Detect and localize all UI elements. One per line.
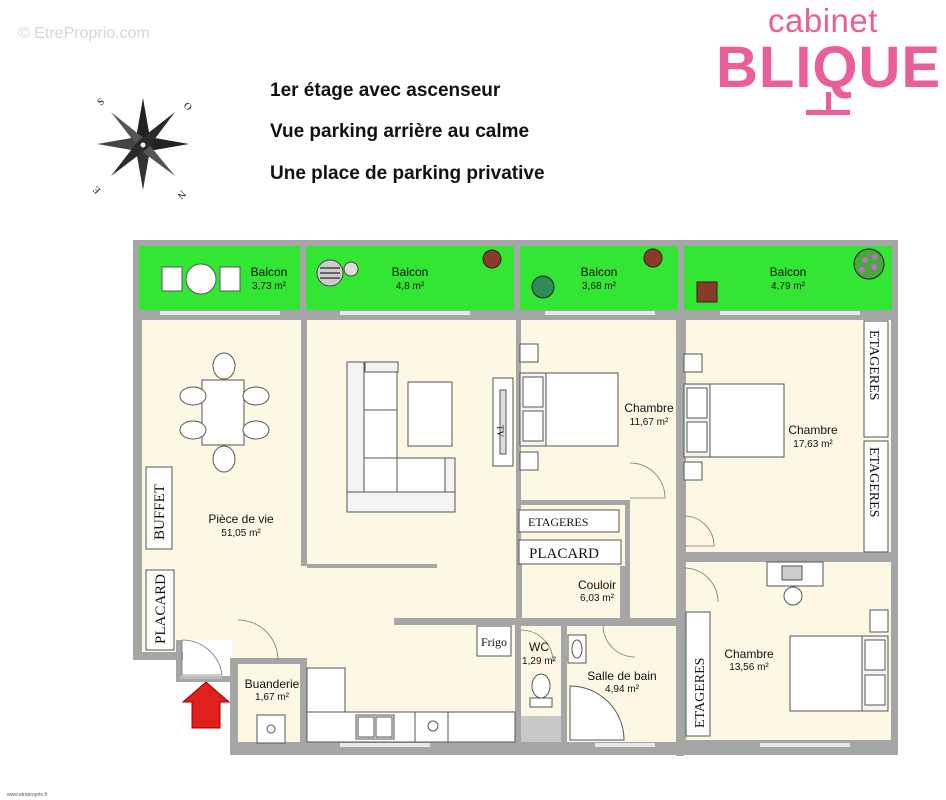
tv-unit: TV (492, 377, 514, 467)
buanderie-name: Buanderie (245, 677, 300, 691)
balcon-3-name: Balcon (581, 265, 618, 279)
furniture-labels: BUFFET PLACARD ETAGERES PLACARD ETAGERES… (145, 320, 889, 737)
balcon-1-name: Balcon (251, 265, 288, 279)
compass-n: N (175, 188, 188, 201)
frigo-label: Frigo (481, 635, 507, 649)
couloir-name: Couloir (578, 578, 616, 592)
watermark: © EtreProprio.com (18, 25, 150, 42)
etageres-ch3-label: ETAGERES (693, 658, 708, 728)
chambre-1-area: 11,67 m² (630, 417, 669, 428)
balcon-2-name: Balcon (392, 265, 429, 279)
couloir-area: 6,03 m² (580, 593, 615, 604)
balcon-2-area: 4,8 m² (396, 281, 425, 292)
logo-blique: BLIQUE (716, 35, 942, 100)
kitchen-counter (306, 667, 516, 743)
header-line-1: 1er étage avec ascenseur (270, 80, 501, 101)
compass-rose: S O E N (91, 96, 194, 200)
balcon-1-area: 3,73 m² (252, 281, 287, 292)
balcony-furniture (161, 248, 885, 303)
sofa (346, 361, 456, 513)
piece-de-vie-name: Pièce de vie (208, 512, 274, 526)
wc-name: WC (529, 640, 549, 654)
compass-s: S (95, 96, 107, 108)
etageres-ch2-top-label: ETAGERES (866, 330, 881, 400)
piece-de-vie-area: 51,05 m² (221, 528, 261, 539)
salle-de-bain-name: Salle de bain (587, 669, 656, 683)
wc-area: 1,29 m² (522, 656, 557, 667)
balcon-4-area: 4,79 m² (771, 281, 806, 292)
salle-de-bain-area: 4,94 m² (605, 684, 640, 695)
entry-arrow-icon (181, 681, 231, 729)
etageres-ch2-bottom-label: ETAGERES (866, 447, 881, 517)
chambre-3-area: 13,56 m² (729, 662, 769, 673)
header-line-3: Une place de parking privative (270, 163, 545, 184)
compass-o: O (181, 100, 194, 113)
tv-label: TV (495, 425, 505, 437)
bed-3 (766, 561, 889, 712)
placard-left-label: PLACARD (153, 574, 169, 644)
dining-table (179, 352, 270, 473)
buffet-label: BUFFET (152, 484, 168, 540)
compass-e: E (91, 184, 103, 196)
header-line-2: Vue parking arrière au calme (270, 121, 530, 142)
bathroom-fixtures (256, 634, 625, 744)
balcon-3-area: 3,68 m² (582, 281, 617, 292)
bed-1 (519, 343, 619, 471)
etageres-couloir-label: ETAGERES (528, 515, 588, 529)
chambre-2-name: Chambre (788, 423, 838, 437)
chambre-3-name: Chambre (724, 647, 774, 661)
placard-couloir-label: PLACARD (529, 546, 599, 562)
bed-2 (683, 353, 785, 481)
balcon-4-name: Balcon (770, 265, 807, 279)
logo-cabinet: cabinet (768, 2, 878, 39)
logo-mark-stem (826, 92, 831, 112)
doors (180, 462, 719, 679)
room-labels: Balcon 3,73 m² Balcon 4,8 m² Balcon 3,68… (208, 265, 838, 703)
chambre-1-name: Chambre (624, 401, 674, 415)
credit: www.etreproprio.fr (7, 792, 48, 798)
buanderie-area: 1,67 m² (255, 692, 290, 703)
logo-mark (806, 110, 850, 115)
chambre-2-area: 17,63 m² (793, 439, 833, 450)
